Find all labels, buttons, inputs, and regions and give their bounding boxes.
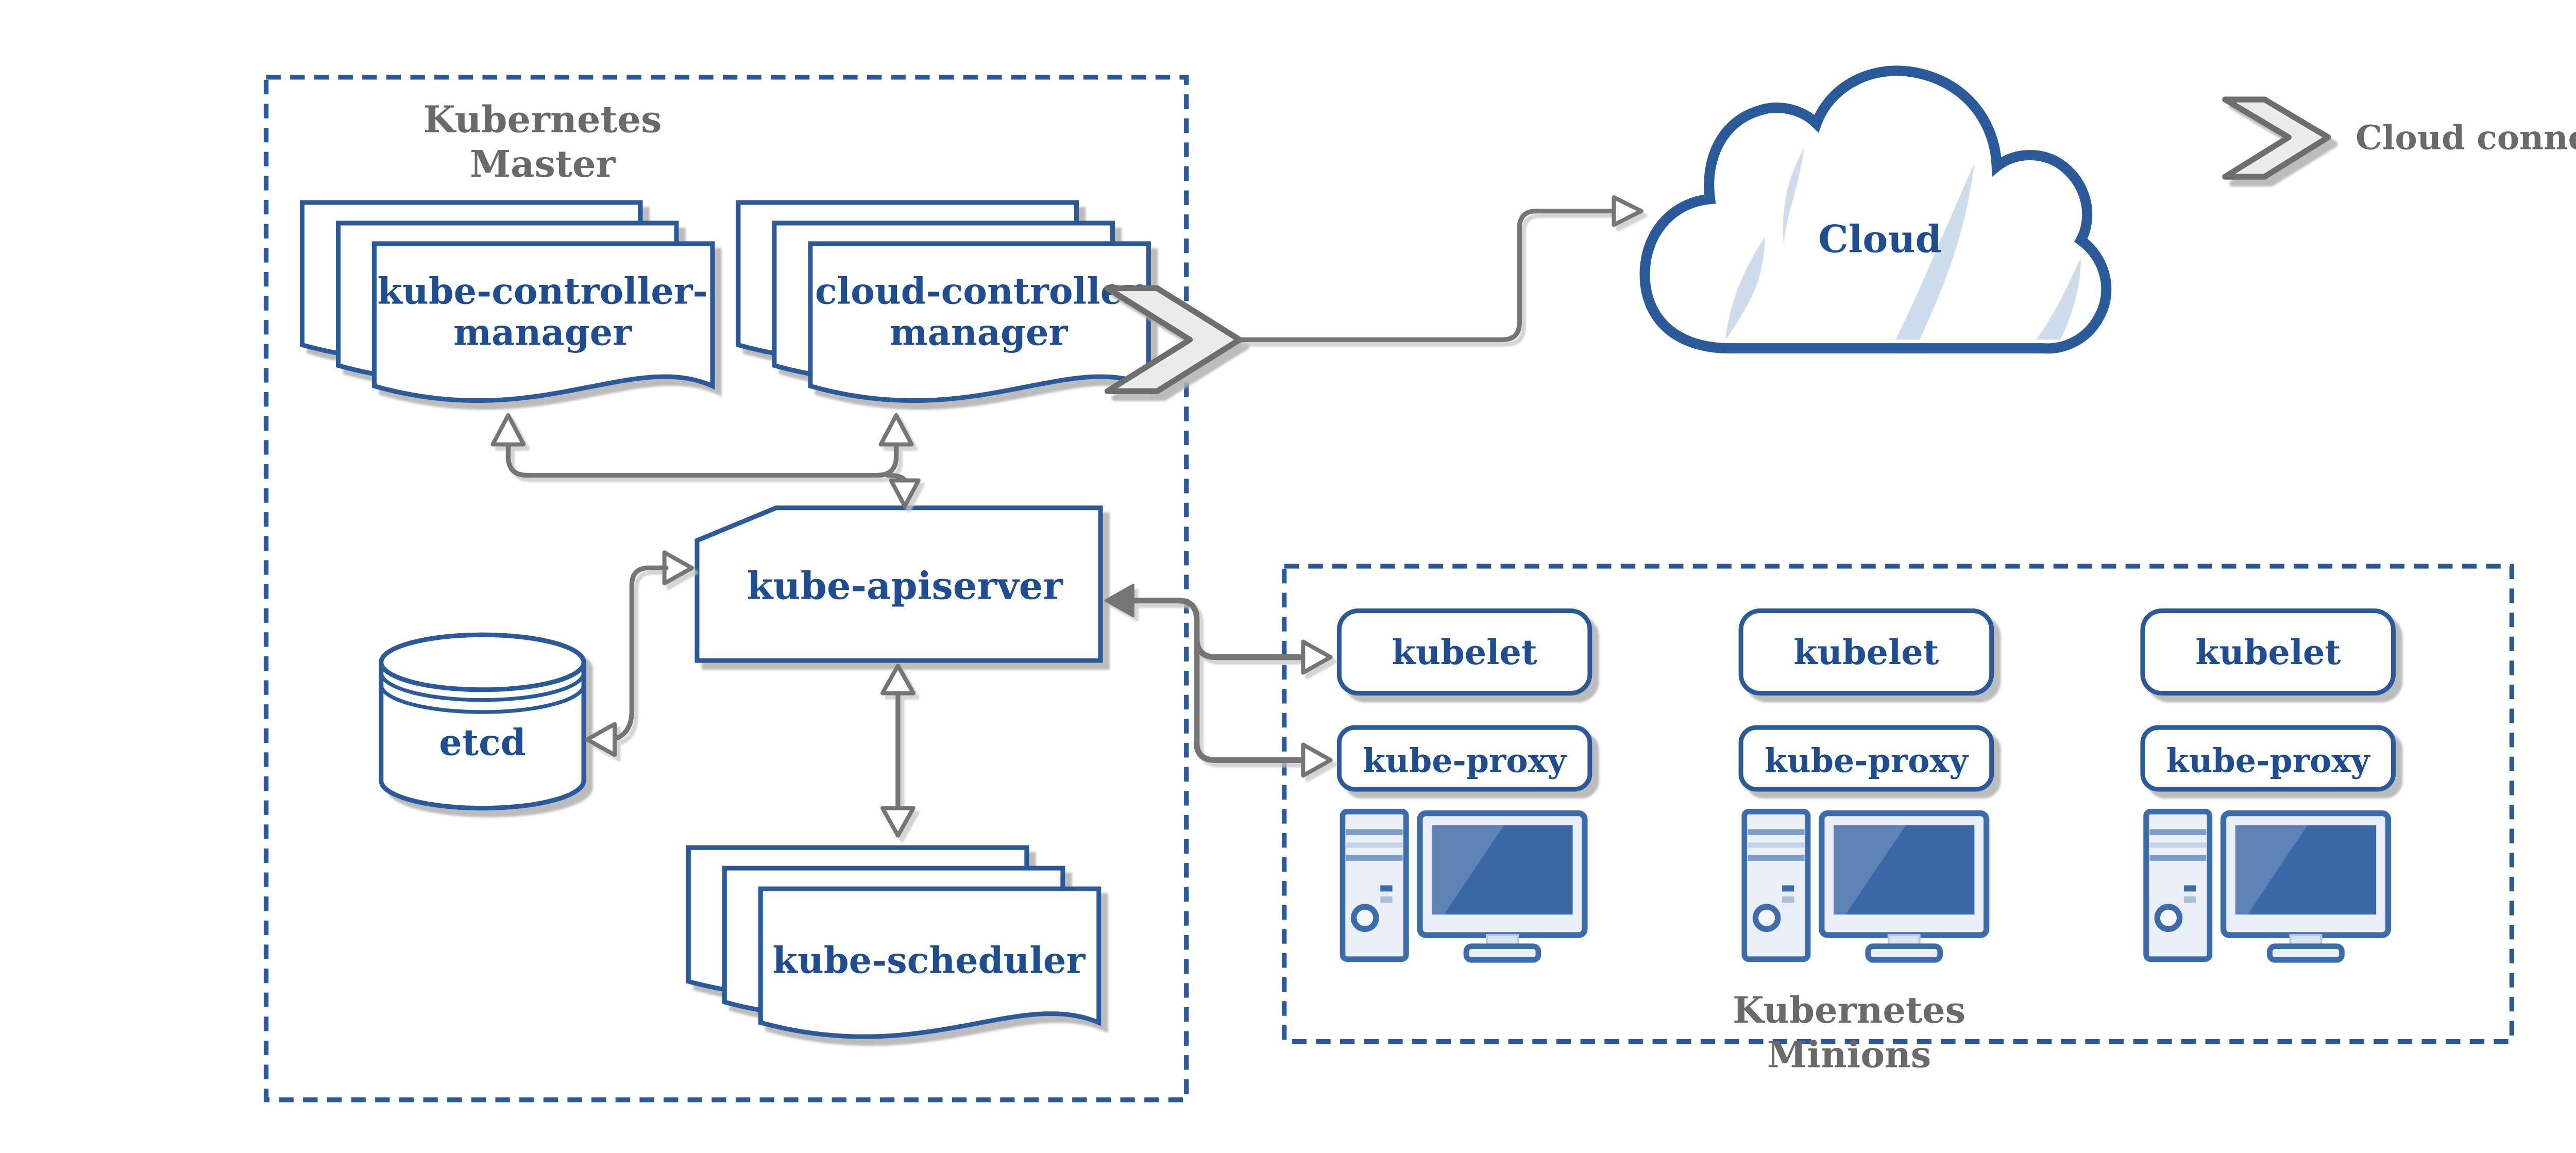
cloud-controller-manager-label-line1: cloud-controller <box>815 270 1143 312</box>
desktop-computer-icon <box>2146 811 2388 960</box>
cloud-shading-crescents <box>1725 147 2081 340</box>
cloud-node: Cloud <box>1639 65 2112 354</box>
cloud-controller-manager-label-line2: manager <box>890 311 1069 353</box>
kube-apiserver-label: kube-apiserver <box>747 564 1064 608</box>
database-cylinder-icon <box>379 632 586 811</box>
arrowhead-up-icon <box>878 413 914 447</box>
kube-proxy-box <box>1336 725 1592 792</box>
kube-apiserver-node: kube-apiserver <box>694 505 1103 663</box>
connectors <box>490 195 1643 838</box>
chevron-arrow-icon <box>2222 96 2331 180</box>
kube-controller-manager-stack: kube-controller- manager <box>302 202 713 401</box>
master-title-line2: Master <box>470 142 616 185</box>
kube-proxy-box <box>2140 725 2396 792</box>
kube-proxy-box <box>1738 725 1994 792</box>
arrowhead-down-icon <box>889 478 921 508</box>
kubelet-label: kubelet <box>2195 632 2341 672</box>
kube-proxy-label: kube-proxy <box>1765 742 1969 780</box>
kubelet-label: kubelet <box>1793 632 1939 672</box>
minion-node-1: kubelet kube-proxy <box>1336 608 1592 960</box>
arrowhead-left-icon <box>1104 584 1134 618</box>
kubernetes-master-boundary <box>263 75 1189 1103</box>
minion-node-3: kubelet kube-proxy <box>2140 608 2396 960</box>
etcd-label: etcd <box>439 721 526 764</box>
arrowhead-left-icon <box>585 722 617 757</box>
kube-controller-manager-label-line2: manager <box>453 311 632 353</box>
arrowhead-up-icon <box>880 664 916 696</box>
etcd-apiserver-connector <box>585 550 694 757</box>
arrowhead-right-icon <box>1301 639 1333 675</box>
kubelet-box <box>1336 608 1592 696</box>
desktop-computer-icon <box>1744 811 1987 960</box>
kube-scheduler-stack: kube-scheduler <box>688 847 1098 1037</box>
cloudcontroller-cloud-connector <box>1237 195 1643 343</box>
kubelet-box <box>1738 608 1994 696</box>
kube-controller-manager-label-line1: kube-controller- <box>377 270 707 312</box>
kube-scheduler-label: kube-scheduler <box>772 939 1086 981</box>
kubelet-label: kubelet <box>1392 632 1537 672</box>
apiserver-minions-connector <box>1104 584 1333 778</box>
cloud-controller-manager-stack: cloud-controller manager <box>738 202 1148 401</box>
minion-node-2: kubelet kube-proxy <box>1738 608 1994 960</box>
legend-cloud-connector: Cloud connector <box>2222 96 2576 180</box>
apiserver-scheduler-connector <box>880 664 916 838</box>
cloud-label: Cloud <box>1818 217 1942 262</box>
arrowhead-up-icon <box>490 413 526 447</box>
legend-label: Cloud connector <box>2355 118 2576 158</box>
minions-title-line1: Kubernetes <box>1733 989 1965 1031</box>
arrowhead-right-icon <box>1612 195 1643 227</box>
kube-apiserver-shape <box>694 505 1103 663</box>
minions-title-line2: Minions <box>1767 1034 1931 1076</box>
kube-proxy-label: kube-proxy <box>1363 742 1567 780</box>
kubelet-box <box>2140 608 2396 696</box>
cloud-icon <box>1639 65 2112 354</box>
arrowhead-right-icon <box>1301 742 1333 778</box>
arrowhead-down-icon <box>880 806 916 838</box>
master-title-line1: Kubernetes <box>423 97 662 141</box>
kubernetes-minions-boundary <box>1282 564 2515 1044</box>
etcd-node: etcd <box>379 632 586 811</box>
controllers-apiserver-connector <box>490 413 921 508</box>
chevron-arrow-icon <box>1104 285 1243 394</box>
kube-proxy-label: kube-proxy <box>2166 742 2371 780</box>
desktop-computer-icon <box>1343 811 1585 960</box>
